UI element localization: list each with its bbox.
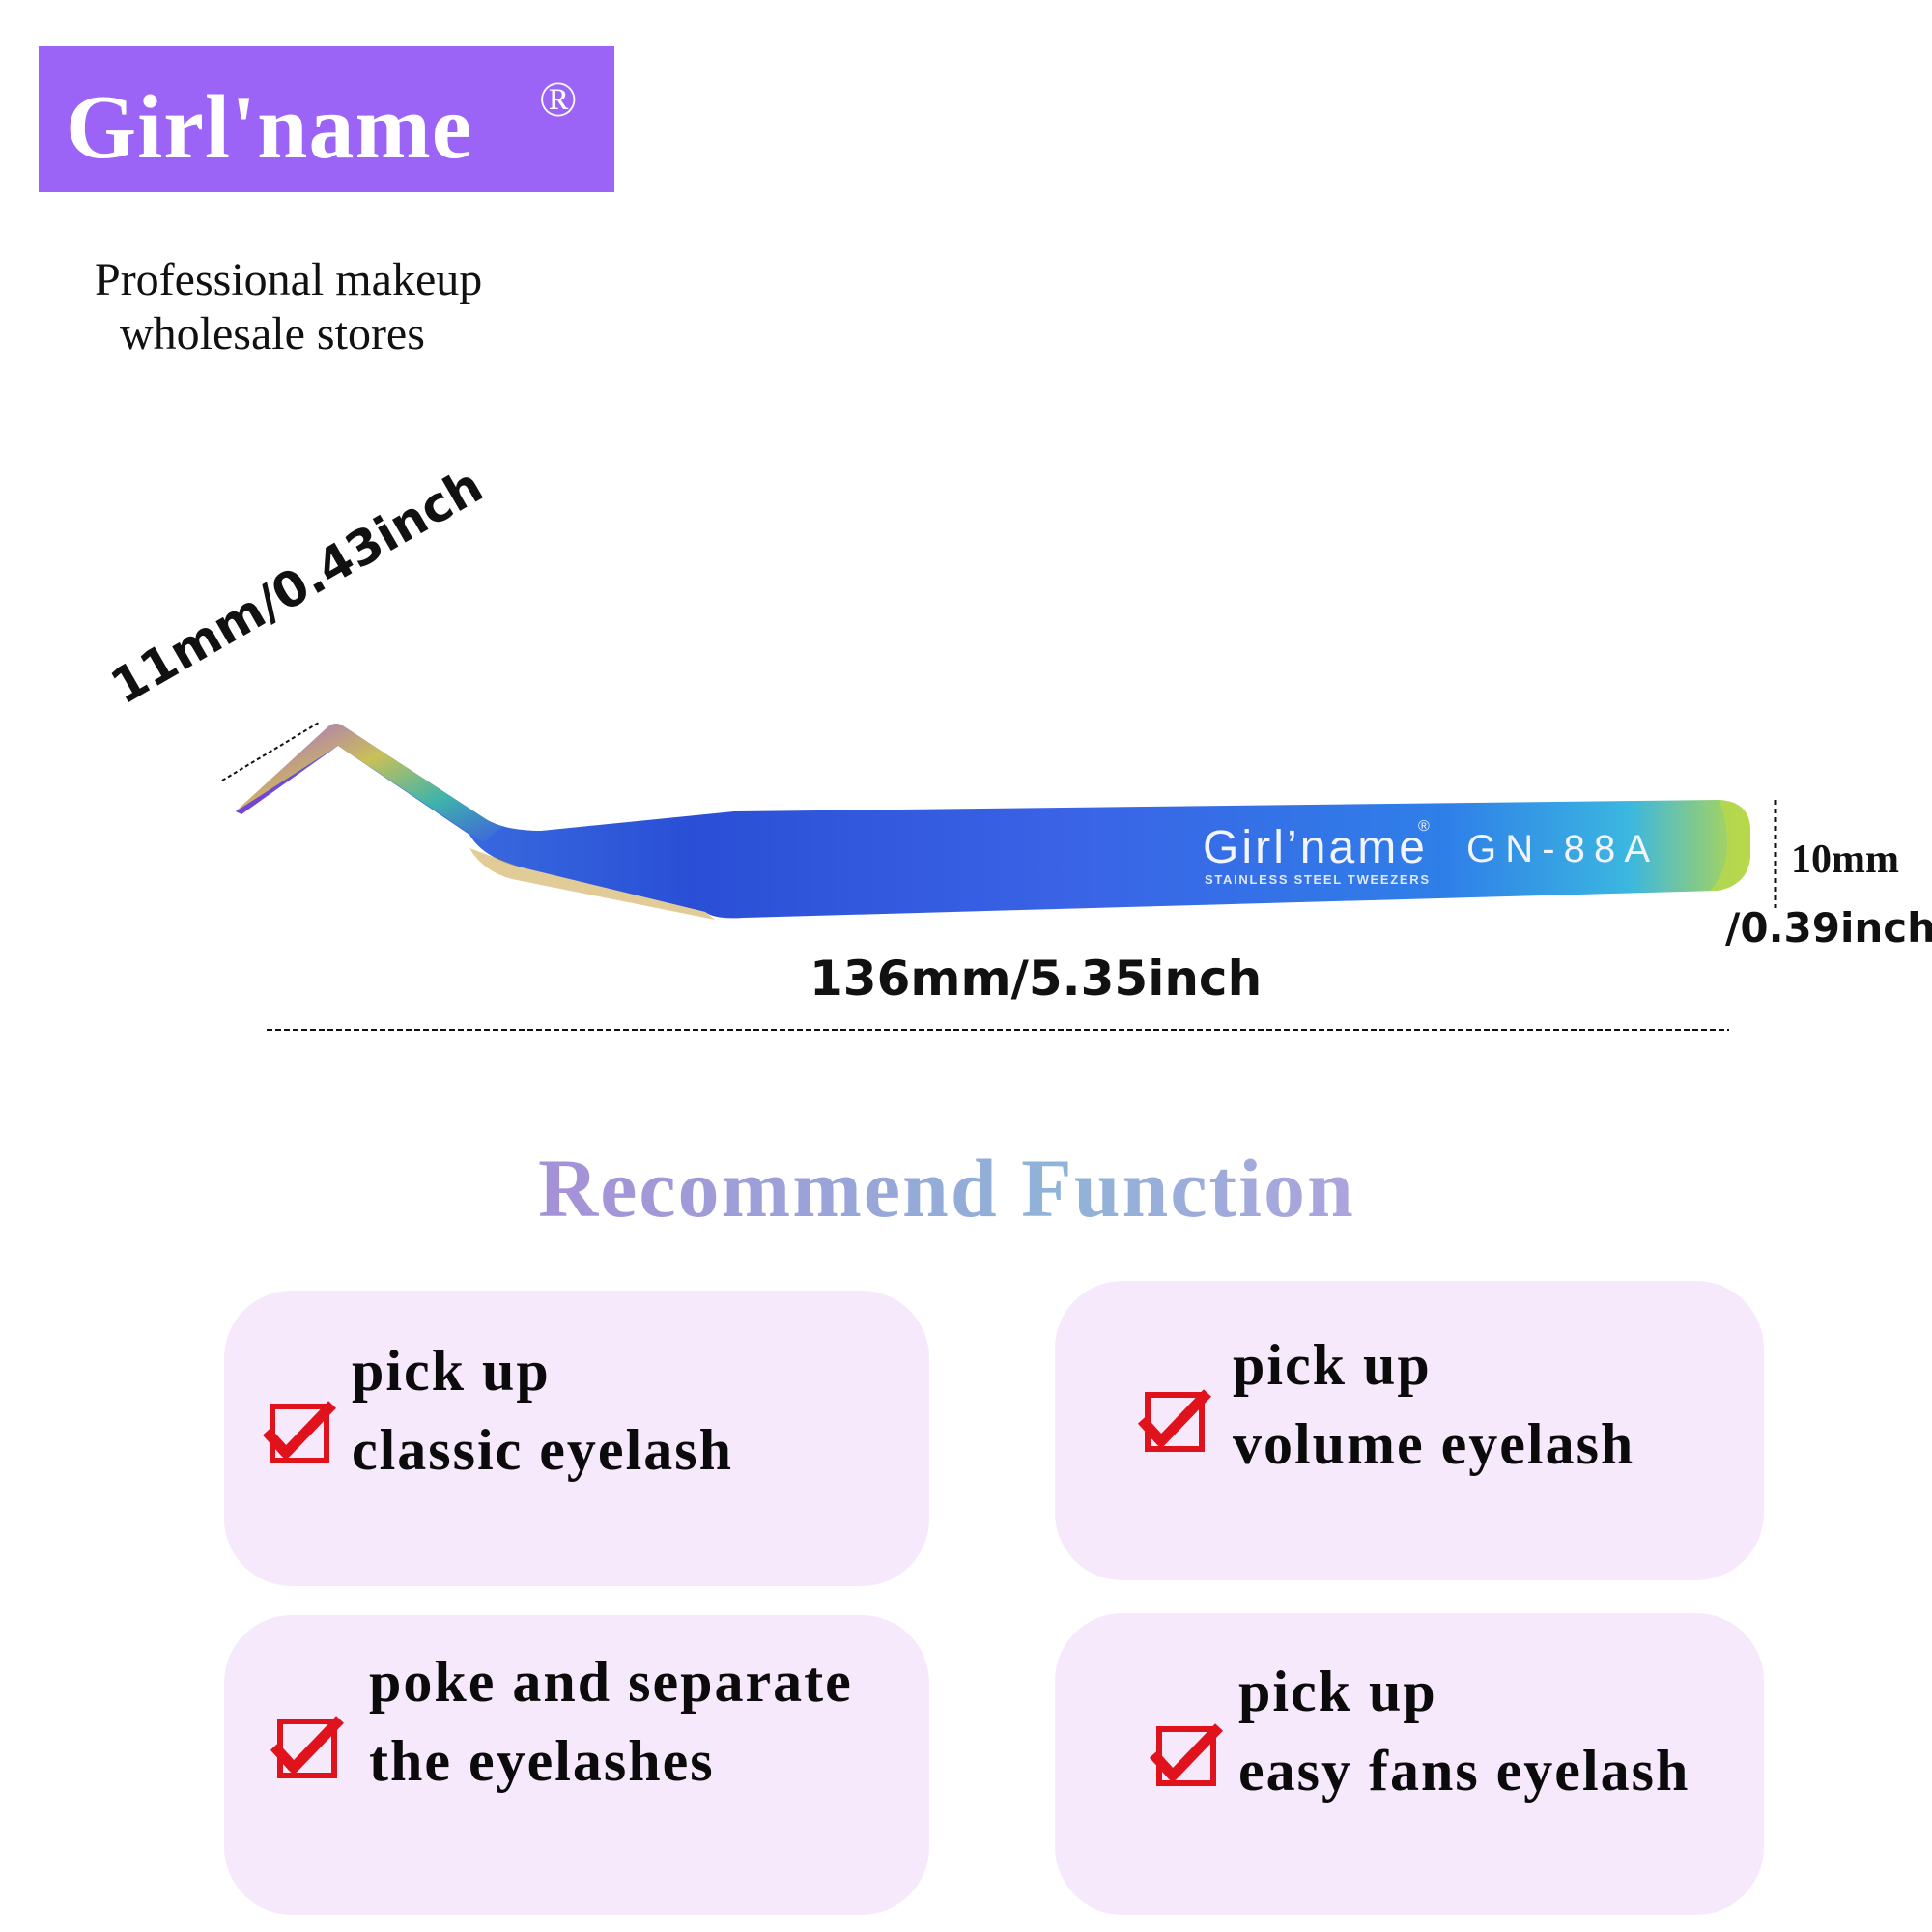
total-length-label: 136mm/5.35inch xyxy=(810,951,1263,1007)
function-line1: pick up xyxy=(352,1339,551,1403)
engraved-registered: ® xyxy=(1418,818,1430,835)
function-card: pick up easy fans eyelash xyxy=(1055,1613,1764,1915)
checkbox-checked-icon xyxy=(263,1401,336,1463)
function-line2: easy fans eyelash xyxy=(1238,1739,1690,1803)
tweezers-illustration: Girl’name ® STAINLESS STEEL TWEEZERS GN-… xyxy=(221,722,1777,1031)
checkbox-checked-icon xyxy=(1138,1389,1211,1452)
checkbox-checked-icon xyxy=(1150,1723,1223,1786)
checkbox-checked-icon xyxy=(270,1716,344,1778)
tagline-line1: Professional makeup xyxy=(95,254,483,305)
function-card: pick up classic eyelash xyxy=(224,1291,929,1586)
function-line1: poke and separate xyxy=(369,1650,853,1714)
tagline-line2: wholesale stores xyxy=(120,308,425,359)
logo-text: Girl'name xyxy=(66,77,473,178)
tip-dimension-line xyxy=(221,722,320,781)
width-label-mm: 10mm xyxy=(1791,838,1899,882)
engraved-brand: Girl’name xyxy=(1203,822,1425,873)
function-line1: pick up xyxy=(1233,1333,1432,1397)
registered-mark: ® xyxy=(539,72,578,128)
width-label-inch: /0.39inch xyxy=(1725,904,1932,952)
function-line1: pick up xyxy=(1238,1660,1437,1723)
function-card: poke and separate the eyelashes xyxy=(224,1615,929,1915)
function-card: pick up volume eyelash xyxy=(1055,1281,1764,1580)
function-line2: volume eyelash xyxy=(1233,1412,1635,1476)
engraved-subtitle: STAINLESS STEEL TWEEZERS xyxy=(1205,872,1429,887)
function-line2: the eyelashes xyxy=(369,1729,715,1793)
section-title-text: Recommend Function xyxy=(538,1142,1355,1235)
section-title: Recommend Function xyxy=(0,1140,1932,1236)
function-line2: classic eyelash xyxy=(352,1418,733,1482)
tagline: Professional makeup wholesale stores xyxy=(95,253,482,361)
brand-logo: Girl'name ® xyxy=(39,46,614,192)
